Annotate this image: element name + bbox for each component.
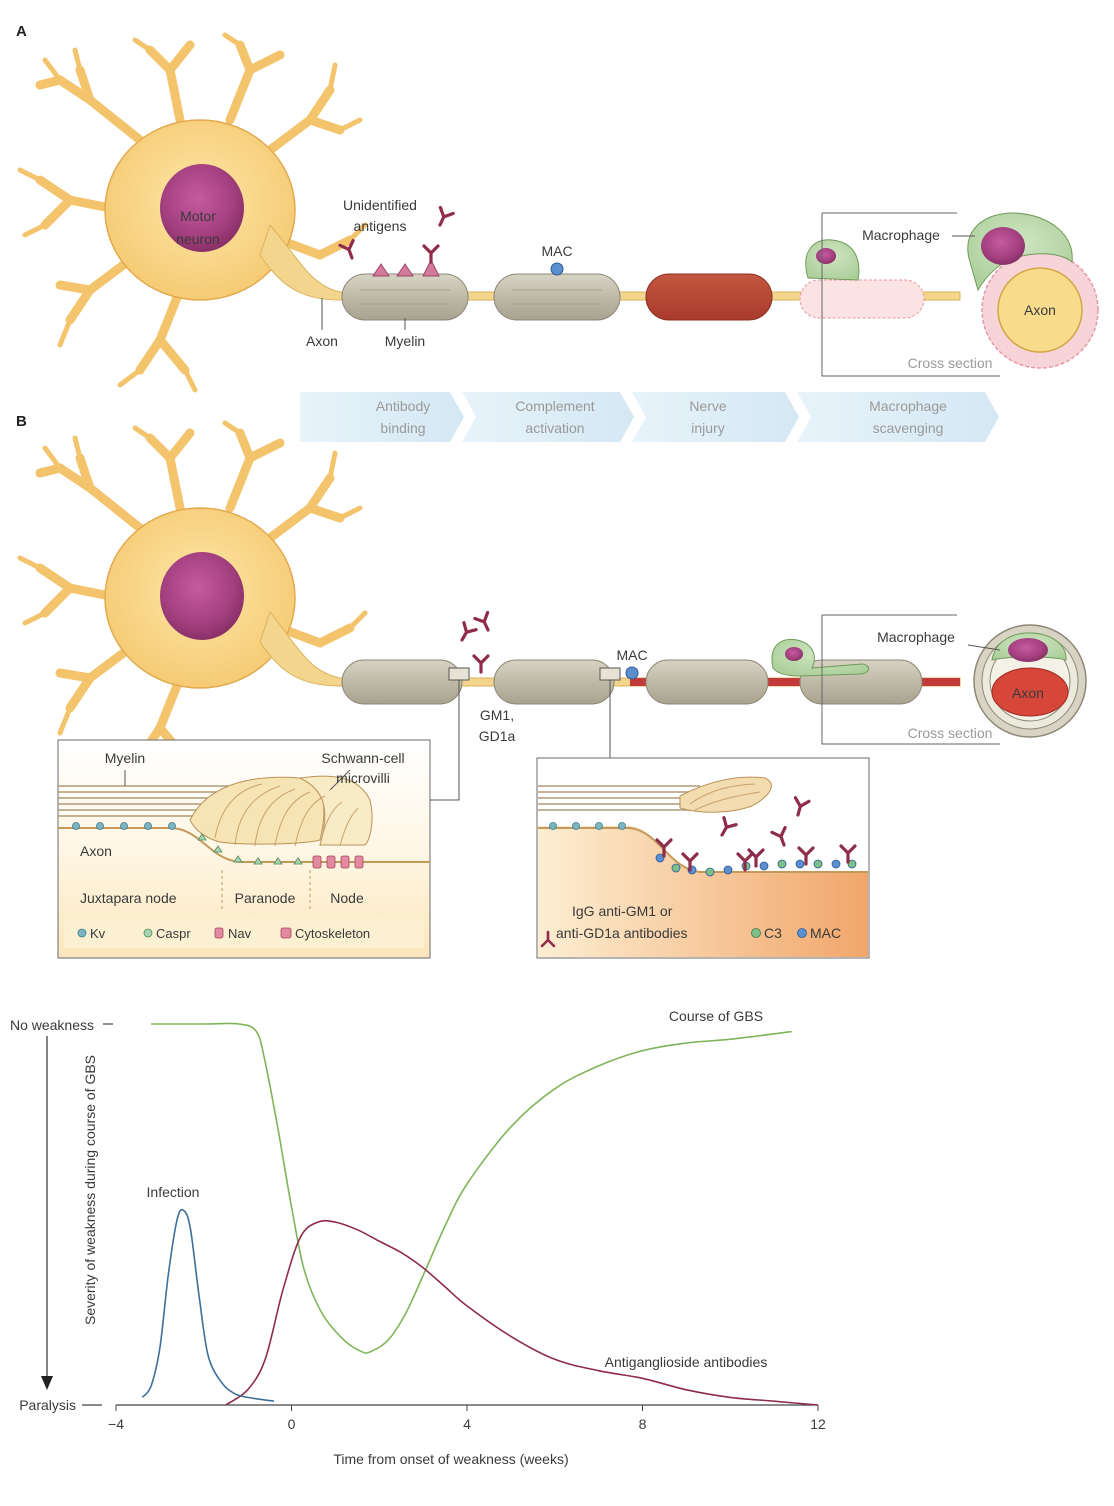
panel-b-letter: B [16, 413, 27, 430]
legend-nav: Nav [228, 926, 252, 941]
motor-neuron-label-2: neuron [176, 231, 220, 247]
motor-neuron-a [20, 35, 961, 390]
gbs-course-chart: −4 0 4 8 12 Course of GBS Antiganglioside anti… [10, 1008, 826, 1467]
mac-marker-b [625, 666, 639, 680]
series-line-2 [141, 1208, 275, 1402]
cross-section-label-a: Cross section [908, 355, 993, 371]
y-axis-arrowhead [41, 1376, 53, 1390]
series-line-1 [225, 1219, 819, 1406]
series-label-antibodies: Antiganglioside antibodies [605, 1354, 768, 1370]
y-axis-label: Severity of weakness during course of GB… [82, 1055, 98, 1325]
inset-right-mac: MAC [810, 925, 841, 941]
macrophage-label-a: Macrophage [862, 227, 940, 243]
axon-label-a: Axon [306, 333, 338, 349]
cross-section-label-b: Cross section [908, 725, 993, 741]
x-tick-label: 0 [288, 1416, 296, 1432]
macrophage-label-b: Macrophage [877, 629, 955, 645]
antibodies-b [454, 610, 496, 674]
cross-axon-label-b: Axon [1012, 685, 1044, 701]
inset-left [57, 739, 431, 959]
x-tick-label: −4 [108, 1416, 124, 1432]
motor-neuron-label-1: Motor [180, 208, 216, 224]
myelin-label-a: Myelin [385, 333, 425, 349]
x-axis-label: Time from onset of weakness (weeks) [333, 1451, 568, 1467]
cross-section-a [821, 212, 1099, 377]
inset-right-c3: C3 [764, 925, 782, 941]
panel-a-letter: A [16, 23, 27, 40]
y-bottom-label: Paralysis [19, 1397, 76, 1413]
x-tick-label: 4 [463, 1416, 471, 1432]
legend-kv: Kv [90, 926, 106, 941]
series-line-0 [151, 1022, 792, 1354]
macrophage-small-b [771, 638, 869, 677]
motor-neuron-b [20, 423, 961, 778]
x-tick-label: 12 [810, 1416, 826, 1432]
unidentified-antigens-label-2: antigens [354, 218, 407, 234]
y-top-label: No weakness [10, 1017, 94, 1033]
chart-series [141, 1022, 819, 1406]
chart-axes [41, 1023, 819, 1411]
stage-4-line1: Macrophage [869, 398, 947, 414]
series-label-gbs-course: Course of GBS [669, 1008, 763, 1024]
chart-text: −4 0 4 8 12 Course of GBS Antiganglioside anti… [10, 1008, 826, 1467]
cross-section-b [821, 614, 1087, 745]
stage-2-line1: Complement [515, 398, 594, 414]
mac-label-b: MAC [616, 647, 647, 663]
mac-label-a: MAC [541, 243, 572, 259]
inset-left-myelin-label: Myelin [105, 750, 145, 766]
inset-right [536, 757, 870, 959]
myelin-segments-a [341, 273, 925, 321]
x-tick-label: 8 [639, 1416, 647, 1432]
inset-right-legend-line1: IgG anti-GM1 or [572, 903, 673, 919]
stage-3-line1: Nerve [689, 398, 727, 414]
inset-left-schwann-label-1: Schwann-cell [321, 750, 404, 766]
legend-cytoskeleton: Cytoskeleton [295, 926, 370, 941]
stage-1-line1: Antibody [376, 398, 430, 414]
legend-caspr: Caspr [156, 926, 191, 941]
stage-4-line2: scavenging [873, 420, 944, 436]
juxtaparanode-label: Juxtapara node [80, 890, 177, 906]
antigens-a [338, 205, 455, 277]
stage-3-line2: injury [691, 420, 724, 436]
myelin-segments-b [341, 659, 923, 705]
cross-axon-label-a: Axon [1024, 302, 1056, 318]
macrophage-small-a [805, 239, 860, 281]
leader-lines-a [321, 298, 406, 330]
unidentified-antigens-label-1: Unidentified [343, 197, 417, 213]
inset-left-schwann-label-2: microvilli [336, 770, 390, 786]
inset-left-axon-label: Axon [80, 843, 112, 859]
gm1-label-1: GM1, [480, 707, 514, 723]
node-label: Node [330, 890, 364, 906]
inset-right-legend-line2: anti-GD1a antibodies [556, 925, 688, 941]
stage-2-line2: activation [525, 420, 584, 436]
paranode-label: Paranode [235, 890, 296, 906]
stage-arrows [300, 392, 999, 442]
gm1-label-2: GD1a [479, 728, 516, 744]
mac-marker-a [550, 262, 564, 276]
inset-connectors [430, 680, 611, 801]
series-label-infection: Infection [147, 1184, 200, 1200]
stage-1-line2: binding [380, 420, 425, 436]
